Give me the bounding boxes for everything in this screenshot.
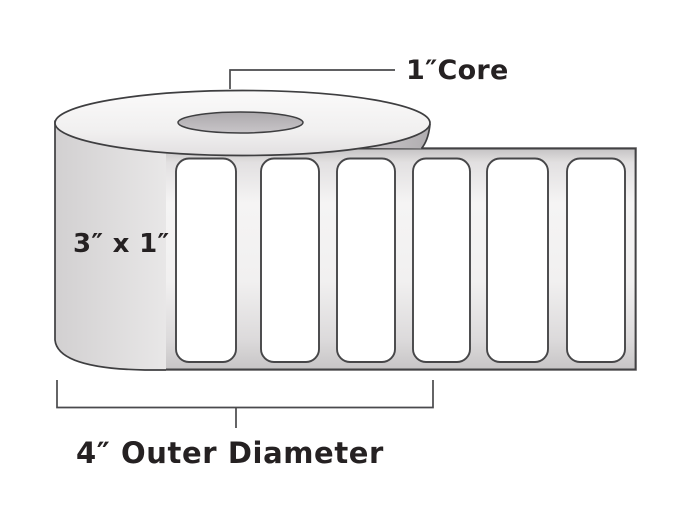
label-strip-border [166,147,637,371]
blank-label-1 [175,157,237,363]
core-ellipse [177,111,304,134]
blank-label-5 [486,157,549,363]
label-strip [166,147,637,371]
diameter-bracket [56,380,434,428]
core-leader-line [229,69,395,89]
blank-label-2 [260,157,320,363]
blank-labels [175,157,626,363]
roll-edge-wedge [366,123,431,149]
core-size-label: 1″Core [406,55,509,86]
roll-body-outline [54,120,171,371]
label-size-text: 3″ x 1″ [73,229,170,259]
blank-label-6 [566,157,626,363]
blank-label-3 [336,157,396,363]
blank-label-4 [412,157,471,363]
outer-diameter-label: 4″ Outer Diameter [76,436,384,470]
